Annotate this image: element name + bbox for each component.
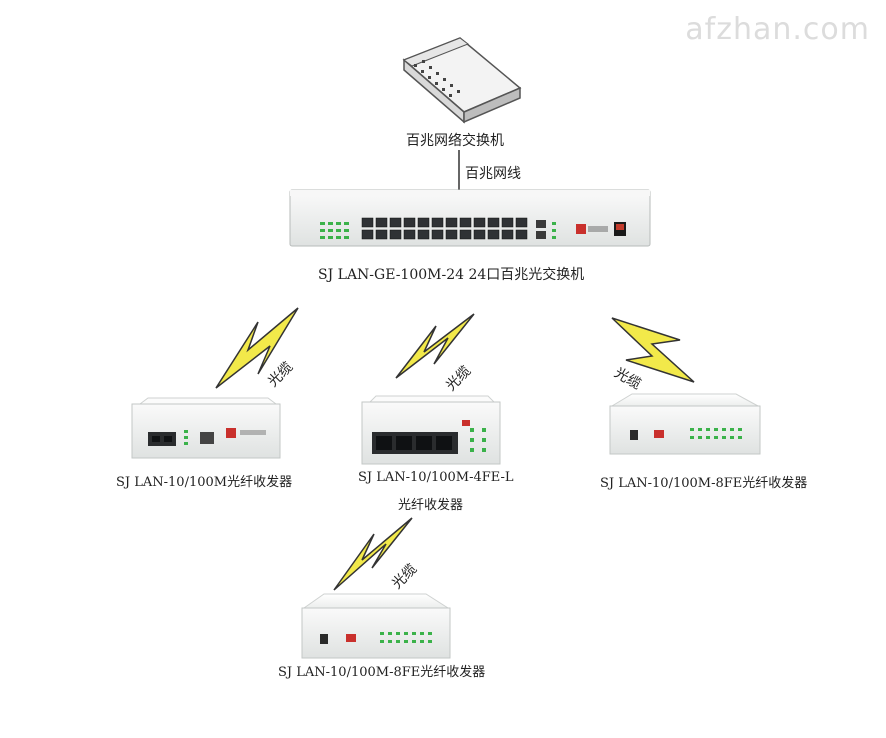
converter-center-label-line1: SJ LAN-10/100M-4FE-L (358, 470, 514, 485)
converter-center-device (361, 395, 501, 465)
fiber-bolt-left (215, 307, 299, 389)
top-switch-device (402, 37, 522, 124)
fiber-bolt-center (395, 313, 475, 379)
top-switch-label: 百兆网络交换机 (406, 133, 504, 149)
converter-bottom-label: SJ LAN-10/100M-8FE光纤收发器 (278, 665, 486, 680)
fiber-bolt-bottom (333, 517, 413, 591)
converter-bottom-device (301, 593, 451, 659)
watermark-text: afzhan.com (685, 12, 870, 47)
fiber-bolt-right (611, 317, 695, 383)
converter-right-label: SJ LAN-10/100M-8FE光纤收发器 (600, 476, 808, 491)
converter-left-device (131, 397, 281, 459)
converter-left-label: SJ LAN-10/100M光纤收发器 (116, 475, 293, 490)
main-switch-label: SJ LAN-GE-100M-24 24口百兆光交换机 (318, 267, 585, 283)
main-switch-device (289, 189, 651, 247)
converter-right-device (609, 393, 761, 455)
converter-center-label-line2: 光纤收发器 (398, 498, 464, 513)
uplink-label: 百兆网线 (465, 166, 521, 182)
